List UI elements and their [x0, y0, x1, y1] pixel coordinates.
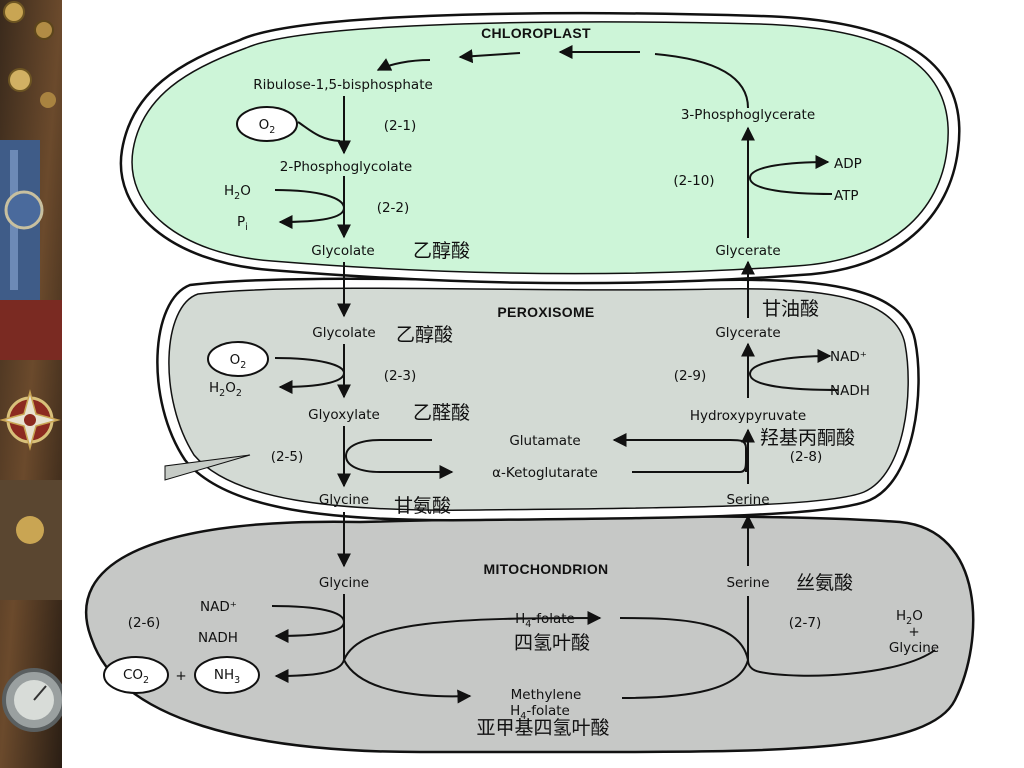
mito-h2o-label: H2O [896, 608, 923, 627]
mitochondrion-title: MITOCHONDRION [484, 561, 609, 577]
glycine-zh-label: 甘氨酸 [394, 495, 451, 517]
peroxisome-serine-label: Serine [726, 492, 769, 508]
glycine-label: Glycine [319, 492, 369, 508]
atp-label: ATP [834, 188, 859, 204]
glyoxylate-label: Glyoxylate [308, 407, 380, 423]
methylene-h4folate-label: H4-folate [510, 703, 570, 722]
pi-label: Pi [237, 214, 248, 233]
peroxisome-o2-label: O2 [230, 352, 247, 371]
co2-oval [103, 656, 169, 694]
step-2-9: (2-9) [674, 368, 707, 384]
h4folate-zh-label: 四氢叶酸 [514, 632, 590, 654]
methylene-label: Methylene [511, 687, 582, 703]
h2o-label: H2O [224, 183, 251, 202]
step-2-10: (2-10) [673, 173, 714, 189]
h4folate-label: H4-folate [515, 611, 575, 630]
hydroxypyruvate-label: Hydroxypyruvate [690, 408, 806, 424]
nh3-oval [194, 656, 260, 694]
pathway-arrows [271, 45, 936, 704]
glycerate-zh-label: 甘油酸 [762, 298, 819, 320]
step-2-8: (2-8) [790, 449, 823, 465]
nadh-label: NADH [830, 383, 870, 399]
adp-label: ADP [834, 156, 862, 172]
phosphoglycolate-label: 2-Phosphoglycolate [280, 159, 412, 175]
mito-serine-label: Serine [726, 575, 769, 591]
h2o2-label: H2O2 [209, 380, 242, 399]
methylene-zh-label: 亚甲基四氢叶酸 [476, 717, 609, 739]
peroxisome-glycolate-zh-label: 乙醇酸 [396, 324, 453, 346]
phosphoglycerate-label: 3-Phosphoglycerate [681, 107, 815, 123]
hydroxypyruvate-zh-label: 羟基丙酮酸 [760, 427, 855, 449]
chloroplast-compartment [119, 12, 961, 285]
glycolate-zh-label: 乙醇酸 [413, 240, 470, 262]
o2-label: O2 [259, 117, 276, 136]
mito-glycine-label: Glycine [319, 575, 369, 591]
glutamate-label: Glutamate [509, 433, 580, 449]
mito-nadh-label: NADH [198, 630, 238, 646]
o2-oval [207, 341, 269, 377]
nad-plus-label: NAD⁺ [830, 349, 867, 365]
chloroplast-title: CHLOROPLAST [481, 25, 591, 41]
ketoglutarate-label: α-Ketoglutarate [492, 465, 598, 481]
serine-zh-label: 丝氨酸 [796, 572, 853, 594]
plus-sign: + [908, 624, 919, 640]
step-2-5: (2-5) [271, 449, 304, 465]
decorative-photo-strip [0, 0, 62, 768]
glyoxylate-zh-label: 乙醛酸 [413, 402, 470, 424]
peroxisome-title: PEROXISOME [497, 304, 594, 320]
pointer-wedge [164, 454, 251, 481]
step-2-1: (2-1) [384, 118, 417, 134]
nh3-label: NH3 [214, 667, 240, 686]
step-2-6: (2-6) [128, 615, 161, 631]
co2-plus-sign: + [175, 668, 186, 684]
co2-label: CO2 [123, 667, 149, 686]
mitochondrion-compartment [85, 515, 975, 754]
glycolate-label: Glycolate [311, 243, 375, 259]
step-2-7: (2-7) [789, 615, 822, 631]
step-2-3: (2-3) [384, 368, 417, 384]
chloroplast-glycerate-label: Glycerate [715, 243, 780, 259]
mito-nad-plus-label: NAD⁺ [200, 599, 237, 615]
peroxisome-glycolate-label: Glycolate [312, 325, 376, 341]
step-2-2: (2-2) [377, 200, 410, 216]
peroxisome-glycerate-label: Glycerate [715, 325, 780, 341]
mito-glycine-input-label: Glycine [889, 640, 939, 656]
ribulose-label: Ribulose-1,5-bisphosphate [253, 77, 433, 93]
o2-oval [236, 106, 298, 142]
